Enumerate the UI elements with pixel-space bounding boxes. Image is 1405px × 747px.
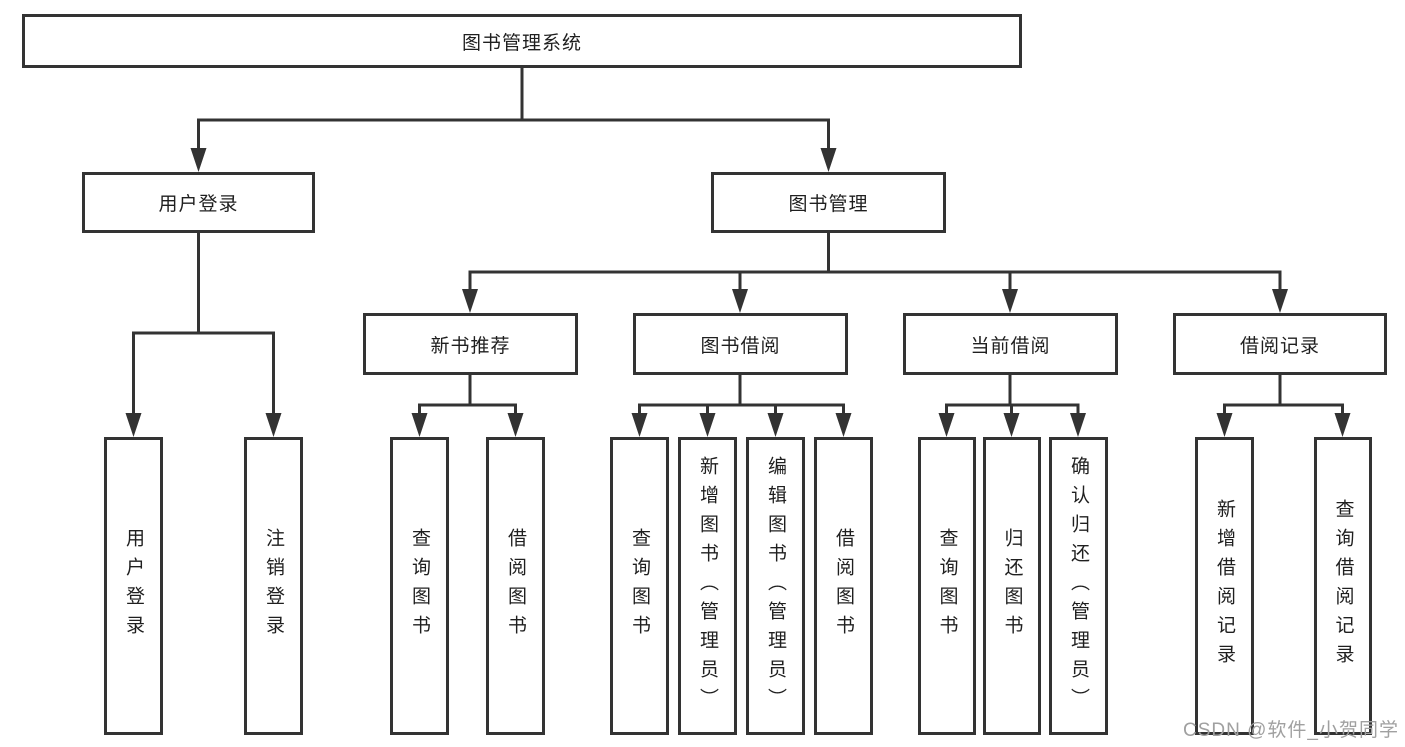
leaf-recommend-borrow-books: 借阅图书 bbox=[486, 437, 545, 735]
node-book-borrow-label: 图书借阅 bbox=[700, 335, 781, 357]
node-user-login-label: 用户登录 bbox=[158, 194, 239, 215]
node-current-borrow: 当前借阅 bbox=[903, 313, 1118, 375]
node-root: 图书管理系统 bbox=[22, 14, 1022, 68]
leaf-query-borrow-record: 查询借阅记录 bbox=[1314, 437, 1372, 735]
node-current-borrow-label: 当前借阅 bbox=[970, 335, 1051, 357]
leaf-borrow-query-books-label: 查询图书 bbox=[629, 528, 650, 644]
node-user-login: 用户登录 bbox=[82, 172, 315, 233]
leaf-edit-books-admin: 编辑图书（管理员） bbox=[746, 437, 805, 735]
node-book-management-label: 图书管理 bbox=[788, 194, 869, 215]
node-book-management: 图书管理 bbox=[711, 172, 946, 233]
leaf-logout: 注销登录 bbox=[244, 437, 303, 735]
leaf-user-login-label: 用户登录 bbox=[123, 528, 144, 644]
leaf-borrow-books-label: 借阅图书 bbox=[833, 528, 854, 644]
leaf-borrow-books: 借阅图书 bbox=[814, 437, 873, 735]
leaf-add-books-admin: 新增图书（管理员） bbox=[678, 437, 737, 735]
arrowheads bbox=[125, 148, 1351, 437]
leaf-current-query-books: 查询图书 bbox=[918, 437, 976, 735]
leaf-recommend-query-books: 查询图书 bbox=[390, 437, 449, 735]
leaf-return-books-label: 归还图书 bbox=[1001, 528, 1023, 644]
leaf-user-login: 用户登录 bbox=[104, 437, 163, 735]
leaf-confirm-return-admin: 确认归还（管理员） bbox=[1049, 437, 1108, 735]
node-new-book-recommend-label: 新书推荐 bbox=[430, 335, 511, 357]
leaf-recommend-borrow-books-label: 借阅图书 bbox=[505, 528, 526, 644]
leaf-edit-books-admin-label: 编辑图书（管理员） bbox=[765, 455, 786, 717]
node-root-label: 图书管理系统 bbox=[461, 32, 582, 54]
node-borrow-records: 借阅记录 bbox=[1173, 313, 1387, 375]
leaf-confirm-return-admin-label: 确认归还（管理员） bbox=[1068, 455, 1089, 717]
leaf-borrow-query-books: 查询图书 bbox=[610, 437, 669, 735]
leaf-logout-label: 注销登录 bbox=[263, 528, 284, 644]
node-book-borrow: 图书借阅 bbox=[633, 313, 848, 375]
csdn-watermark: CSDN @软件_小贺同学 bbox=[1183, 720, 1399, 741]
leaf-recommend-query-books-label: 查询图书 bbox=[409, 528, 430, 644]
node-borrow-records-label: 借阅记录 bbox=[1239, 335, 1320, 357]
leaf-current-query-books-label: 查询图书 bbox=[936, 528, 958, 644]
leaf-add-borrow-record: 新增借阅记录 bbox=[1195, 437, 1254, 735]
leaf-query-borrow-record-label: 查询借阅记录 bbox=[1332, 499, 1354, 673]
leaf-return-books: 归还图书 bbox=[983, 437, 1041, 735]
node-new-book-recommend: 新书推荐 bbox=[363, 313, 578, 375]
leaf-add-books-admin-label: 新增图书（管理员） bbox=[697, 455, 718, 717]
leaf-add-borrow-record-label: 新增借阅记录 bbox=[1214, 499, 1235, 673]
